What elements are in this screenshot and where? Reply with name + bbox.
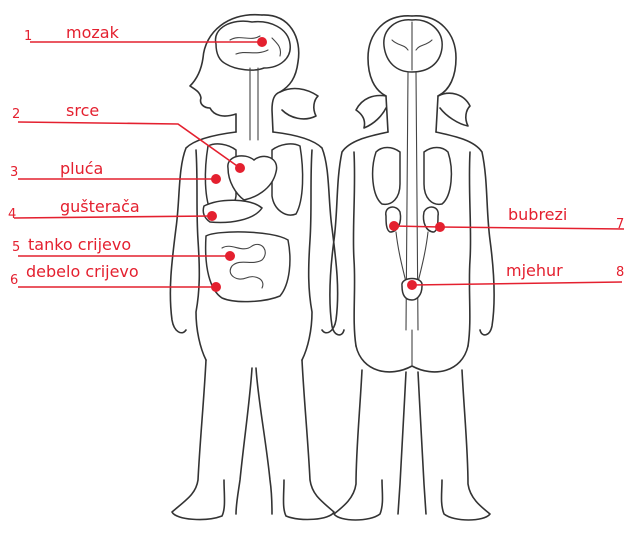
label-text: gušterača [60, 197, 140, 216]
label-number: 3 [10, 165, 18, 180]
front-body-figure [170, 15, 337, 520]
label-text: debelo crijevo [26, 262, 139, 281]
back-body-figure [330, 16, 494, 520]
label-number: 6 [10, 273, 18, 288]
organ-marker-dot-right [435, 222, 445, 232]
label-text: pluća [60, 159, 103, 178]
leader-line-left-kidney [394, 226, 440, 227]
label-number: 4 [8, 207, 16, 222]
label-text: srce [66, 101, 99, 120]
organ-marker-dot [211, 174, 221, 184]
label-8-mjehur: mjehur 8 [407, 261, 624, 290]
leader-line [412, 282, 622, 285]
organ-marker-dot [407, 280, 417, 290]
organ-marker-dot-left [389, 221, 399, 231]
label-number: 8 [616, 265, 624, 280]
label-6-debelo-crijevo: 6 debelo crijevo [10, 262, 221, 292]
organ-marker-dot [257, 37, 267, 47]
label-text: mjehur [506, 261, 563, 280]
organ-marker-dot [235, 163, 245, 173]
label-text: mozak [66, 23, 120, 42]
label-5-tanko-crijevo: 5 tanko crijevo [12, 235, 235, 261]
label-text: bubrezi [508, 205, 567, 224]
organ-marker-dot [225, 251, 235, 261]
organ-marker-dot [211, 282, 221, 292]
leader-line [14, 216, 212, 218]
label-number: 2 [12, 107, 20, 122]
leader-line [440, 227, 624, 229]
label-text: tanko crijevo [28, 235, 131, 254]
label-3-pluca: 3 pluća [10, 159, 221, 184]
label-number: 5 [12, 240, 20, 255]
organ-marker-dot [207, 211, 217, 221]
label-4-gusteraca: 4 gušterača [8, 197, 217, 222]
